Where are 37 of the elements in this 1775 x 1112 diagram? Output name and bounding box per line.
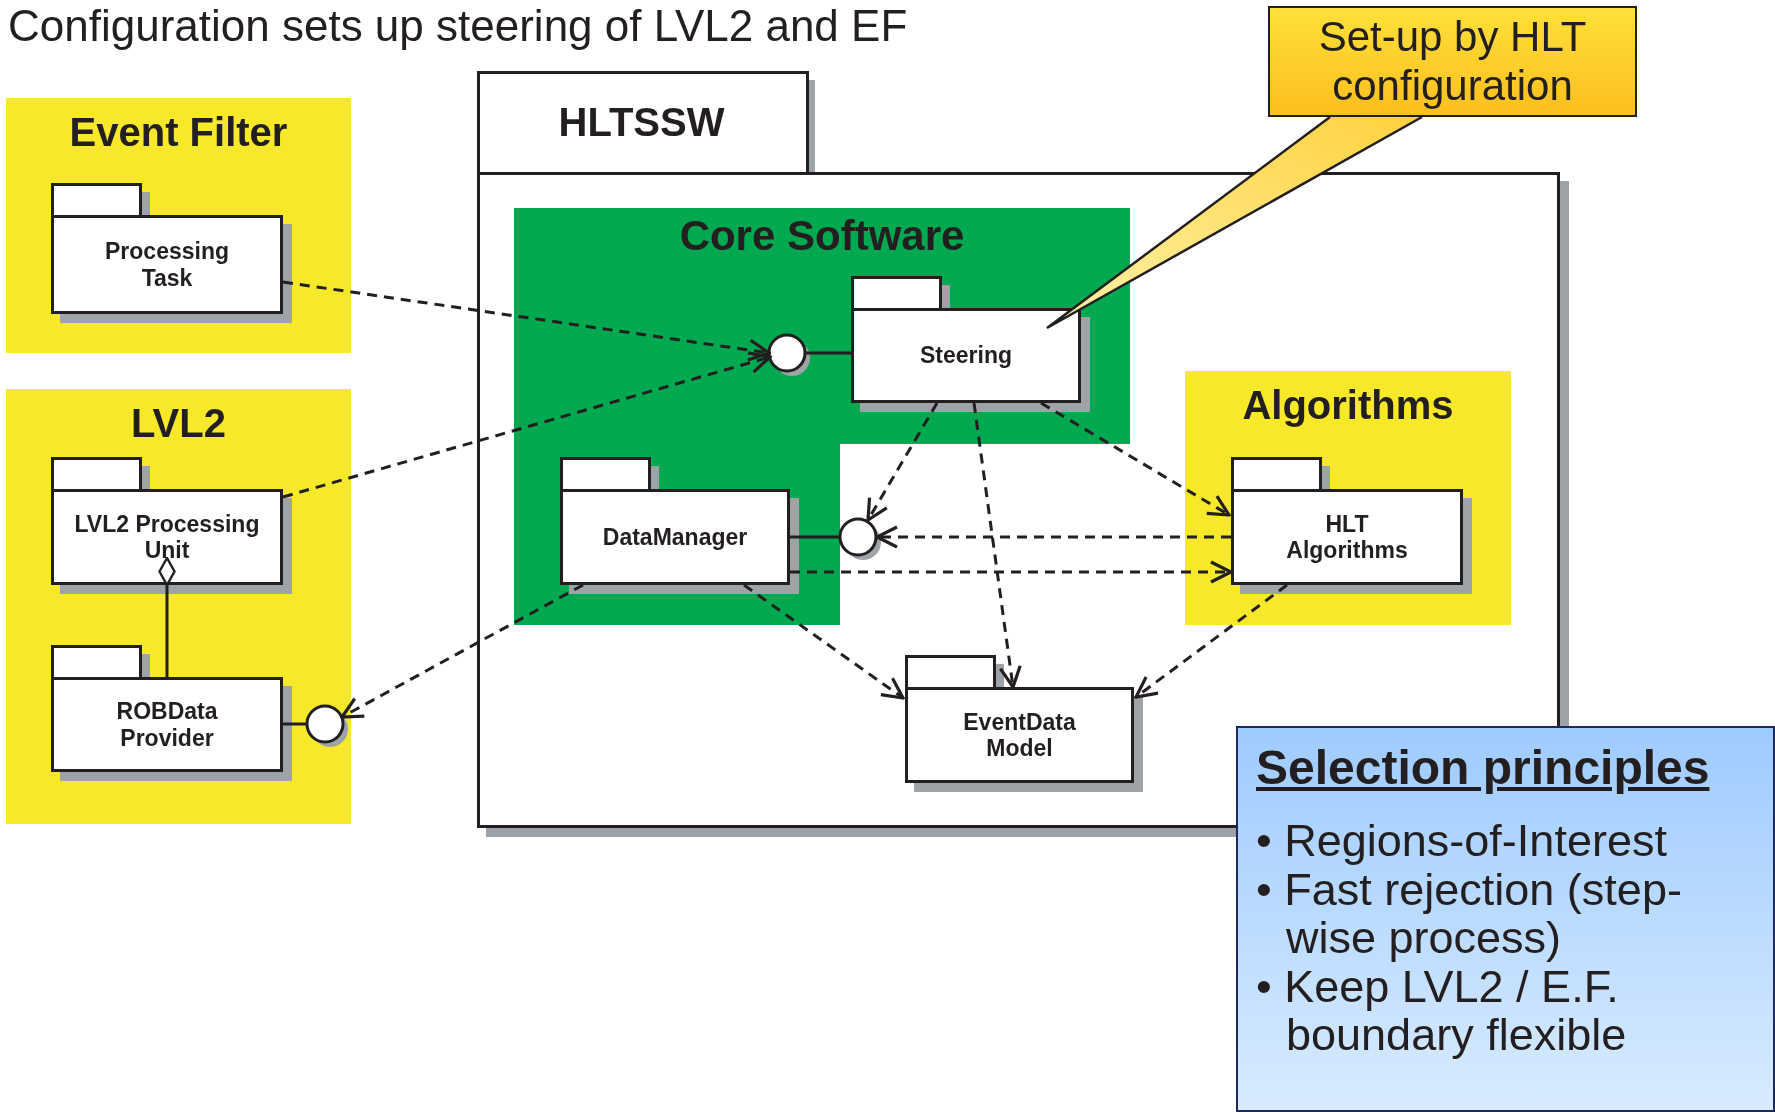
group-heading: Algorithms: [1242, 382, 1454, 428]
group-panel: [1185, 371, 1511, 625]
dependency-arrow: [282, 280, 771, 362]
region-heading: Core Software: [679, 211, 965, 261]
callout-text: Set-up by HLT configuration: [1317, 13, 1588, 110]
info-panel: [1236, 726, 1775, 1112]
group-panel: [6, 98, 351, 353]
group-heading: LVL2: [131, 400, 226, 446]
connector-line: [805, 351, 851, 355]
package-label: LVL2 Processing Unit: [73, 510, 261, 564]
bullet-item: • Fast rejection (step-wise process): [1256, 865, 1683, 963]
dependency-arrow: [282, 351, 772, 499]
connector-line: [283, 722, 307, 726]
callout-box: [1268, 6, 1637, 117]
aggregation-line: [158, 556, 176, 677]
dependency-arrow: [875, 525, 1231, 549]
package-label: Processing Task: [104, 238, 230, 291]
package-title: HLTSSW: [558, 98, 725, 145]
package-label: HLT Algorithms: [1285, 510, 1409, 564]
dependency-arrow: [1040, 401, 1231, 517]
dependency-arrow: [790, 560, 1233, 584]
dependency-arrow: [866, 402, 939, 522]
dependency-arrow: [972, 402, 1022, 689]
package-label: DataManager: [602, 523, 748, 551]
package-label: ROBData Provider: [115, 698, 219, 751]
dependency-arrow: [743, 583, 905, 700]
group-panel: [6, 389, 351, 824]
panel-heading: Selection principles: [1256, 740, 1711, 795]
bullet-item: • Regions-of-Interest: [1256, 817, 1668, 866]
slide-title: Configuration sets up steering of LVL2 and EF: [8, 2, 908, 51]
bullet-item: • Keep LVL2 / E.F. boundary flexible: [1256, 962, 1628, 1060]
package-label: EventData Model: [962, 708, 1077, 762]
package-label: Steering: [920, 342, 1012, 369]
group-heading: Event Filter: [69, 109, 288, 155]
dependency-arrow: [1134, 583, 1288, 699]
connector-line: [790, 535, 840, 539]
dependency-arrow: [340, 583, 584, 719]
